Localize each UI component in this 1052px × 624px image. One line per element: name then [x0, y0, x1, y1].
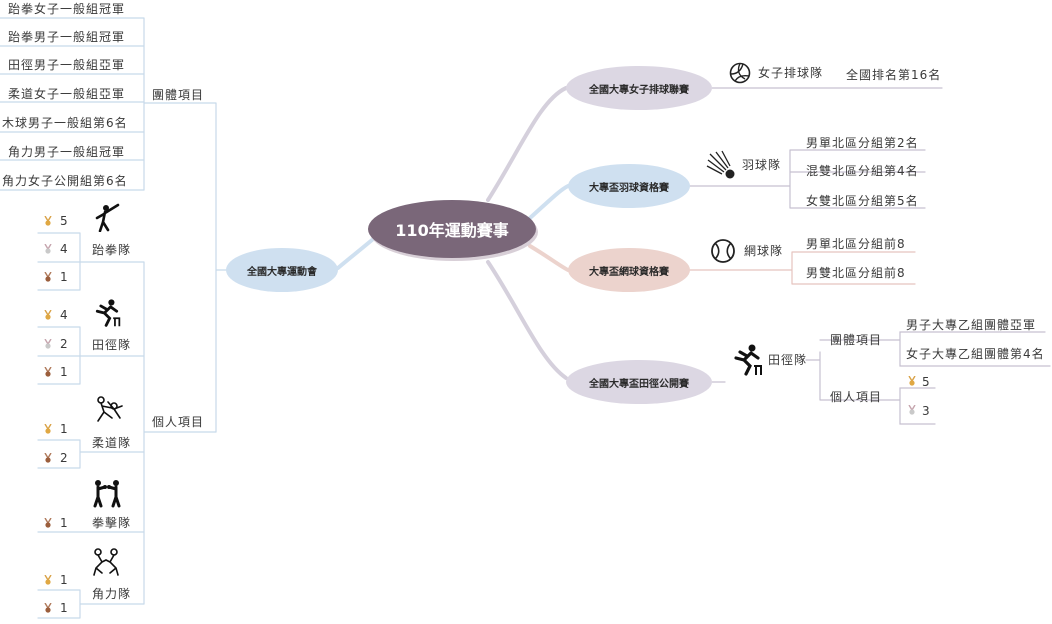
wrestling-gold-count: 1: [60, 573, 68, 587]
bronze-medal-icon: [44, 453, 52, 463]
athletics-team-events-label: 團體項目: [830, 333, 883, 347]
tennis-result-2: 男雙北區分組前8: [806, 266, 906, 280]
taekwondo-bronze-count: 1: [60, 270, 68, 284]
athletics-left-silver-count: 2: [60, 337, 68, 351]
gold-medal-icon: [44, 424, 52, 434]
athletics-gold-count: 5: [922, 375, 930, 389]
tennis-team-label[interactable]: 網球隊: [744, 244, 784, 258]
hub-tennis-qualifier[interactable]: 大專盃網球資格賽: [568, 248, 690, 292]
taekwondo-gold-count: 5: [60, 214, 68, 228]
boxing-icon: [93, 480, 121, 508]
volleyball-result-1: 全國排名第16名: [846, 68, 942, 82]
gold-medal-icon: [44, 216, 52, 226]
hurdler-icon: [734, 344, 762, 376]
national-team-result-5: 木球男子一般組第6名: [2, 116, 128, 130]
volleyball-team-label[interactable]: 女子排球隊: [758, 66, 824, 80]
wrestling-bronze-count: 1: [60, 601, 68, 615]
gold-medal-icon: [44, 310, 52, 320]
judo-team-label[interactable]: 柔道隊: [92, 436, 132, 450]
national-team-result-4: 柔道女子一般組亞軍: [8, 87, 126, 101]
hub-badminton-qualifier[interactable]: 大專盃羽球資格賽: [568, 164, 690, 208]
national-team-result-7: 角力女子公開組第6名: [2, 174, 128, 188]
central-topic[interactable]: 110年運動賽事: [368, 200, 536, 258]
tennis-ball-icon: [711, 239, 735, 263]
national-team-result-1: 跆拳女子一般組冠軍: [8, 2, 126, 16]
badminton-result-1: 男單北區分組第2名: [806, 136, 919, 150]
bronze-medal-icon: [44, 367, 52, 377]
national-team-result-2: 跆拳男子一般組冠軍: [8, 30, 126, 44]
bronze-medal-icon: [44, 518, 52, 528]
national-team-result-6: 角力男子一般組冠軍: [8, 145, 126, 159]
silver-medal-icon: [44, 244, 52, 254]
bronze-medal-icon: [44, 272, 52, 282]
silver-medal-icon: [908, 405, 916, 415]
silver-medal-icon: [44, 339, 52, 349]
gold-medal-icon: [908, 376, 916, 386]
tennis-result-1: 男單北區分組前8: [806, 237, 906, 251]
athletics-left-gold-count: 4: [60, 308, 68, 322]
boxing-bronze-count: 1: [60, 516, 68, 530]
wrestling-icon: [93, 548, 119, 576]
taekwondo-silver-count: 4: [60, 242, 68, 256]
athletics-team-result-2: 女子大專乙組團體第4名: [906, 347, 1045, 361]
athletics-silver-count: 3: [922, 404, 930, 418]
taekwondo-icon: [95, 203, 120, 232]
wrestling-team-label[interactable]: 角力隊: [92, 587, 132, 601]
judo-icon: [97, 396, 123, 422]
hub-athletics-open[interactable]: 全國大專盃田徑公開賽: [566, 360, 712, 404]
taekwondo-team-label[interactable]: 跆拳隊: [92, 243, 132, 257]
athletics-left-team-label[interactable]: 田徑隊: [92, 338, 132, 352]
judo-gold-count: 1: [60, 422, 68, 436]
bronze-medal-icon: [44, 603, 52, 613]
athletics-left-bronze-count: 1: [60, 365, 68, 379]
badminton-result-2: 混雙北區分組第4名: [806, 164, 919, 178]
athletics-team-result-1: 男子大專乙組團體亞軍: [906, 318, 1037, 332]
hub-volleyball-league[interactable]: 全國大專女子排球聯賽: [566, 66, 712, 110]
hub-national-games[interactable]: 全國大專運動會: [226, 248, 338, 292]
badminton-team-label[interactable]: 羽球隊: [742, 158, 782, 172]
badminton-result-3: 女雙北區分組第5名: [806, 194, 919, 208]
hurdler-icon: [95, 299, 121, 327]
national-team-events-label: 團體項目: [152, 88, 205, 102]
judo-bronze-count: 2: [60, 451, 68, 465]
national-team-result-3: 田徑男子一般組亞軍: [8, 58, 126, 72]
athletics-individual-label: 個人項目: [830, 390, 883, 404]
volleyball-icon: [729, 62, 751, 84]
shuttlecock-icon: [706, 150, 735, 179]
national-individual-label: 個人項目: [152, 415, 205, 429]
boxing-team-label[interactable]: 拳擊隊: [92, 516, 132, 530]
athletics-team-label[interactable]: 田徑隊: [768, 353, 808, 367]
gold-medal-icon: [44, 575, 52, 585]
